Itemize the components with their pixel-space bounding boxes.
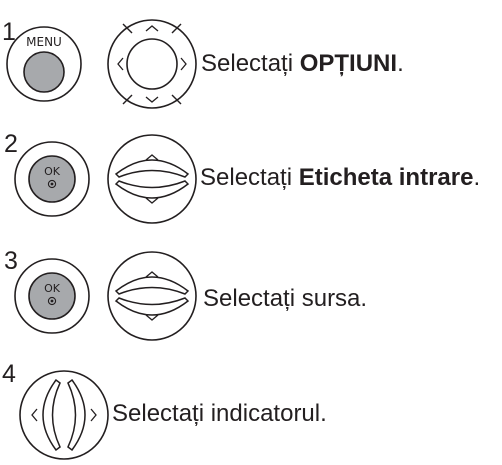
- arrow-down-icon: [145, 96, 159, 103]
- step-2-graphics: OK: [14, 134, 197, 224]
- step-3-instruction: Selectați sursa.: [203, 285, 368, 312]
- step-3-graphics: OK: [14, 251, 197, 341]
- up-down-pad[interactable]: [107, 251, 197, 341]
- step-2: 2 OK Selectați Eticheta intrare.: [0, 128, 502, 238]
- arrow-right-icon: [180, 57, 187, 71]
- up-down-pad[interactable]: [107, 134, 197, 224]
- navigation-pad[interactable]: [107, 19, 197, 109]
- step-4-graphics: [19, 370, 109, 460]
- menu-button-label: MENU: [26, 35, 62, 49]
- ok-button[interactable]: OK: [14, 141, 90, 217]
- step-4-instruction: Selectați indicatorul.: [112, 400, 327, 427]
- step-number: 3: [4, 247, 18, 275]
- step-1-instruction: Selectați OPȚIUNI.: [201, 50, 404, 77]
- arrow-up-icon: [145, 271, 159, 278]
- arrow-down-icon: [145, 314, 159, 321]
- arrow-up-icon: [145, 25, 159, 32]
- step-1: 1 MENU Selectați OPȚIUNI.: [0, 0, 502, 120]
- left-right-pad[interactable]: [19, 370, 109, 460]
- arrow-right-icon: [90, 408, 97, 422]
- menu-button[interactable]: MENU: [6, 26, 82, 102]
- ok-button[interactable]: OK: [14, 258, 90, 334]
- arrow-left-icon: [31, 408, 38, 422]
- ok-button-label: OK: [44, 282, 61, 295]
- step-2-instruction: Selectați Eticheta intrare.: [200, 164, 481, 191]
- step-1-graphics: MENU: [6, 19, 197, 109]
- step-number: 1: [2, 18, 16, 46]
- arrow-left-icon: [117, 57, 124, 71]
- step-4: 4 Selectați indicatorul.: [0, 360, 502, 465]
- step-number: 4: [2, 360, 16, 388]
- ok-button-label: OK: [44, 165, 61, 178]
- arrow-up-icon: [145, 154, 159, 161]
- arrow-down-icon: [145, 197, 159, 204]
- step-number: 2: [4, 130, 18, 158]
- step-3: 3 OK Selectați sursa.: [0, 245, 502, 355]
